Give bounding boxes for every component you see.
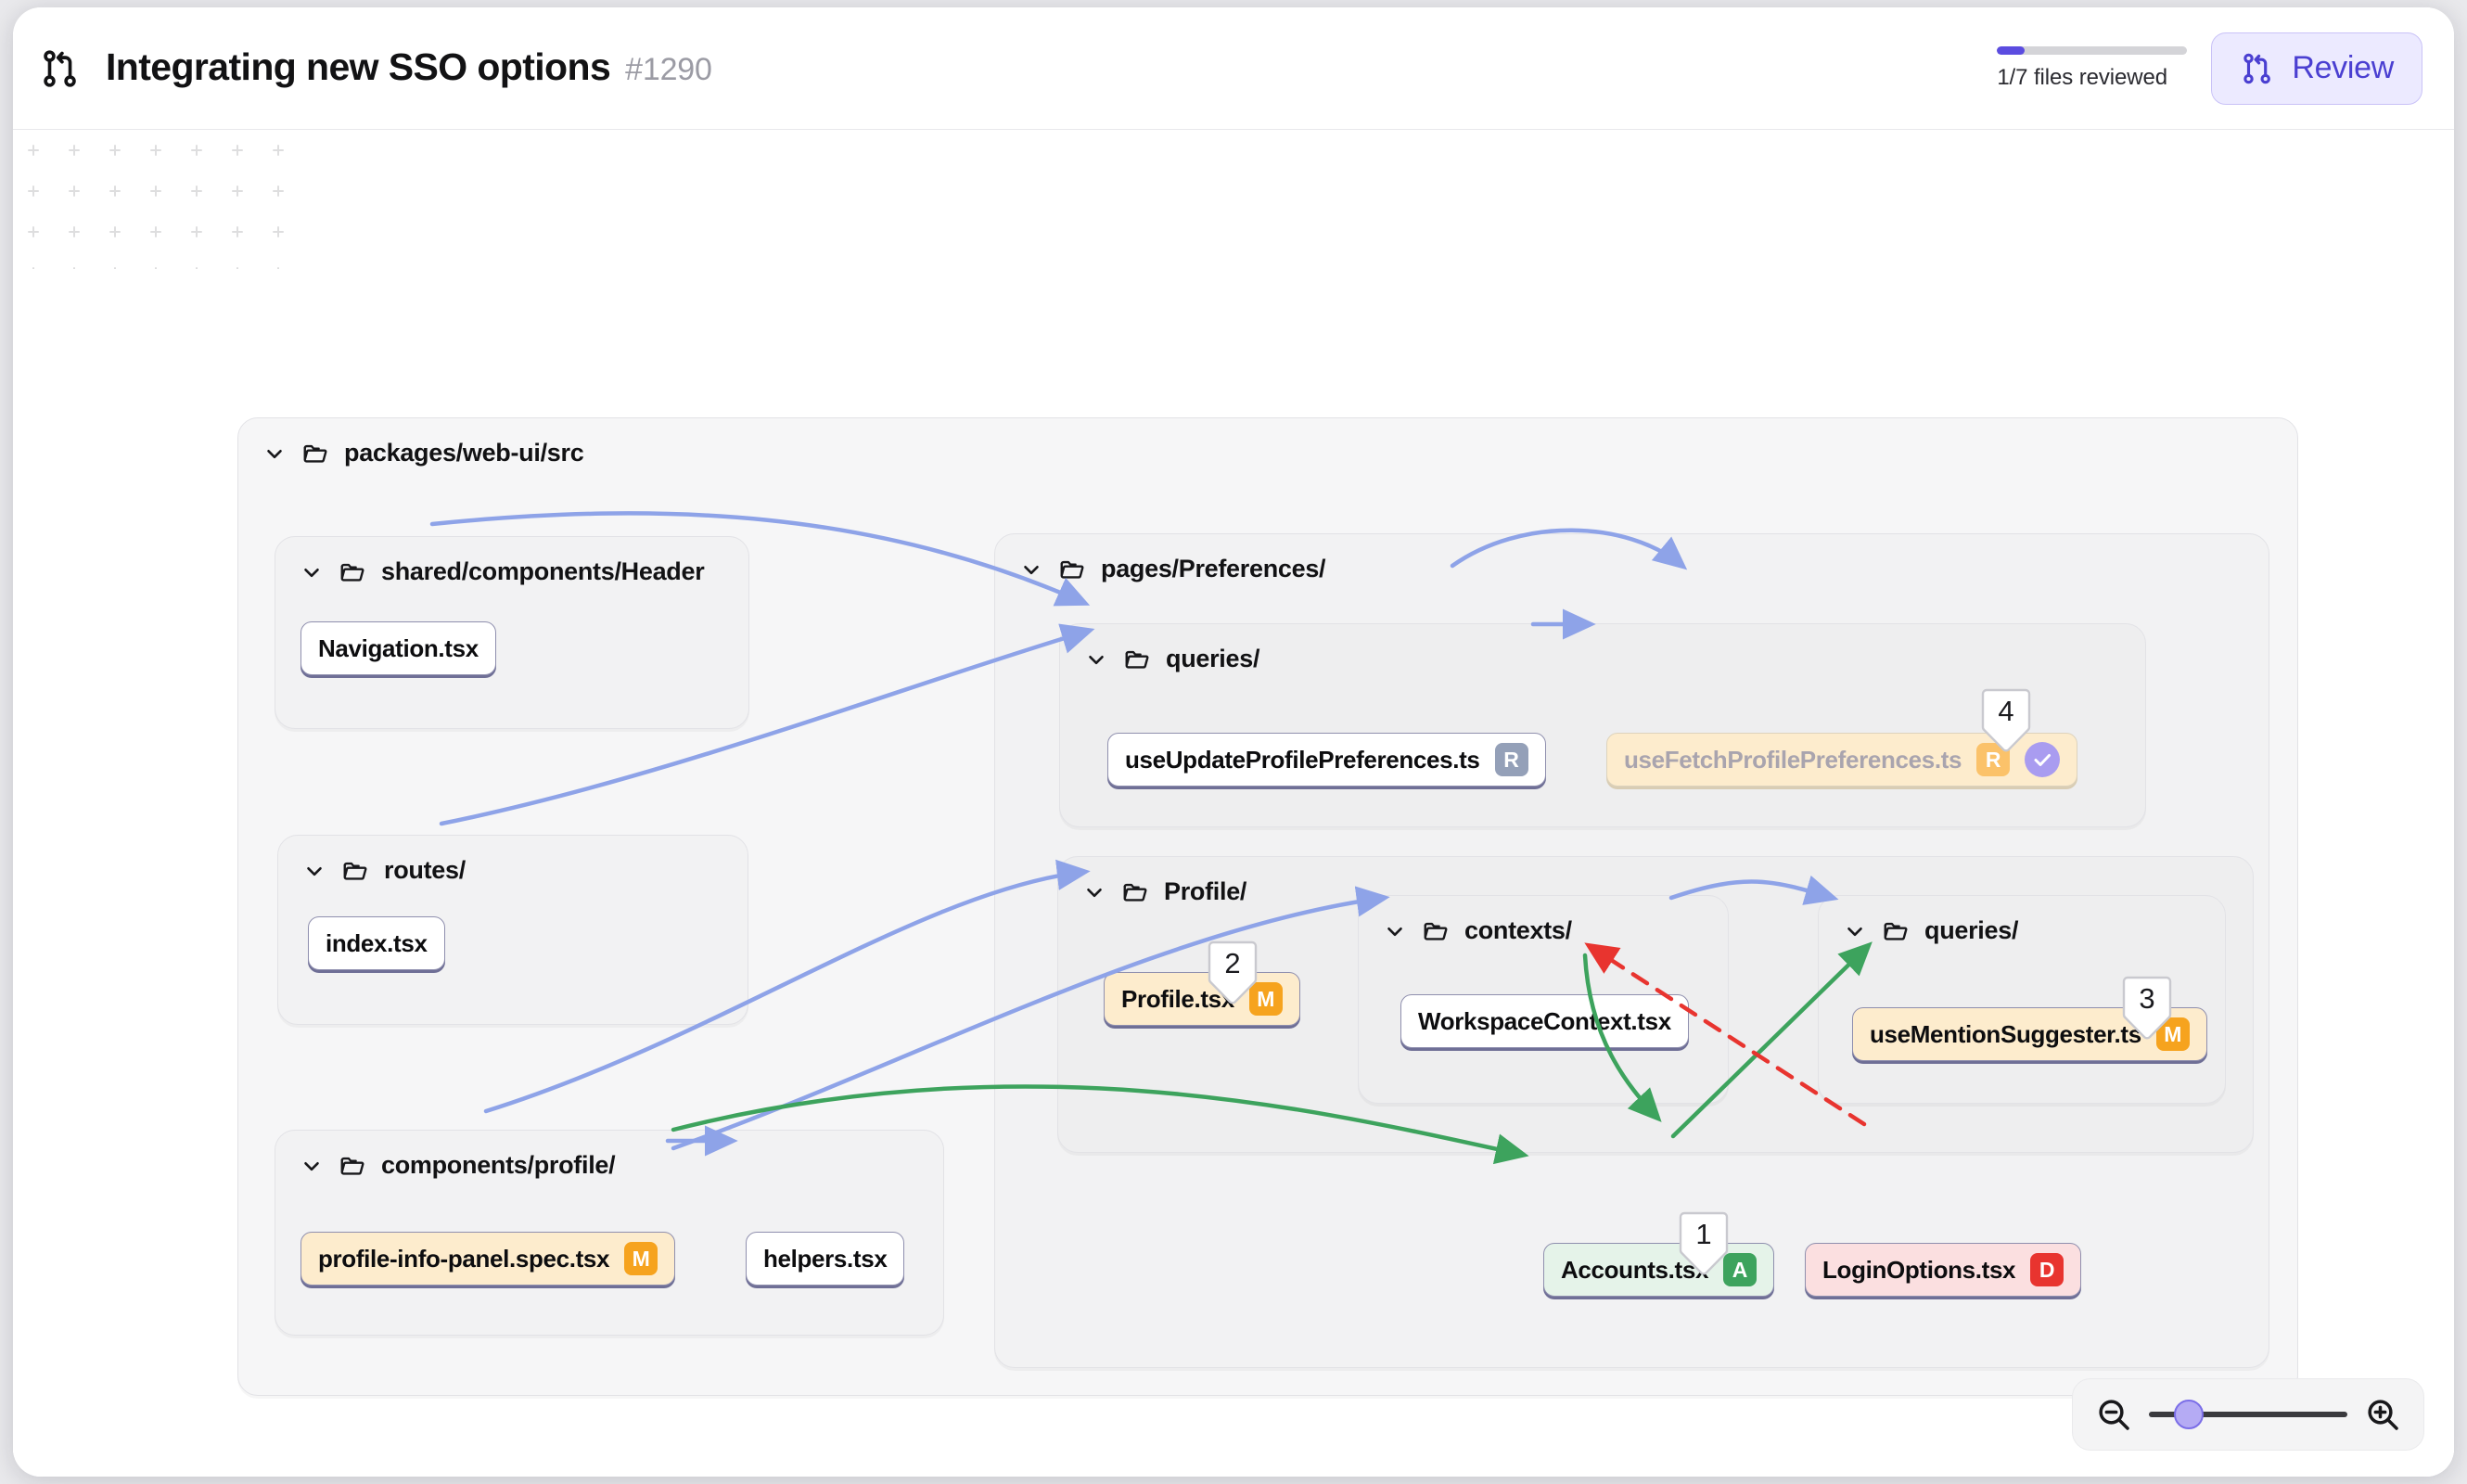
file-node-navigation[interactable]: Navigation.tsx — [300, 621, 496, 675]
folder-icon — [301, 440, 329, 467]
zoom-slider-thumb[interactable] — [2173, 1400, 2204, 1429]
file-node-label: useMentionSuggester.ts — [1870, 1019, 2141, 1048]
reviewed-check-icon — [2025, 742, 2061, 777]
folder-group-header[interactable]: queries/ — [1084, 645, 1259, 673]
file-node-helpers[interactable]: helpers.tsx — [746, 1232, 905, 1286]
file-status-badge-m: M — [624, 1242, 658, 1275]
header-left: Integrating new SSO options #1290 — [13, 47, 712, 90]
folder-group-header[interactable]: queries/ — [1843, 916, 2018, 945]
comment-pin-number: 4 — [1998, 695, 2014, 727]
pull-request-icon — [2240, 51, 2275, 86]
zoom-in-icon[interactable] — [2364, 1396, 2401, 1433]
chevron-down-icon[interactable] — [300, 1154, 324, 1178]
folder-icon — [1058, 556, 1086, 583]
comment-pin-2[interactable]: 2 — [1208, 939, 1258, 1005]
comment-pin-number: 1 — [1695, 1218, 1712, 1250]
file-status-badge-r: R — [1494, 743, 1528, 776]
review-progress: 1/7 files reviewed — [1997, 45, 2188, 91]
file-node-label: useUpdateProfilePreferences.ts — [1125, 745, 1480, 774]
file-node-label: WorkspaceContext.tsx — [1418, 1006, 1671, 1035]
chevron-down-icon[interactable] — [1082, 880, 1106, 904]
folder-group-label: packages/web-ui/src — [344, 439, 584, 467]
review-button[interactable]: Review — [2211, 32, 2422, 105]
file-node-label: Accounts.tsx — [1561, 1255, 1709, 1284]
file-status-badge-d: D — [2030, 1253, 2064, 1286]
chevron-down-icon[interactable] — [1084, 647, 1108, 672]
folder-group-label: components/profile/ — [381, 1151, 616, 1179]
graph-canvas[interactable]: packages/web-ui/src shared/components/Hea… — [13, 130, 2454, 1477]
chevron-down-icon[interactable] — [262, 441, 287, 466]
folder-group-header[interactable]: routes/ — [302, 856, 466, 885]
folder-icon — [1123, 646, 1151, 673]
files-reviewed-label: 1/7 files reviewed — [1997, 64, 2167, 90]
folder-icon — [1882, 917, 1910, 945]
file-node-specpanel[interactable]: profile-info-panel.spec.tsx M — [300, 1232, 676, 1286]
folder-group-label: Profile/ — [1164, 877, 1247, 905]
folder-group-header[interactable]: packages/web-ui/src — [262, 439, 584, 467]
progress-bar-fill — [1997, 45, 2025, 55]
folder-group-label: shared/components/Header — [381, 557, 705, 585]
folder-group-header[interactable]: Profile/ — [1082, 877, 1246, 906]
file-status-badge-a: A — [1723, 1253, 1758, 1286]
comment-pin-number: 3 — [2139, 982, 2155, 1015]
file-node-label: profile-info-panel.spec.tsx — [318, 1244, 610, 1273]
file-node-label: helpers.tsx — [763, 1244, 888, 1273]
comment-pin-3[interactable]: 3 — [2122, 974, 2172, 1041]
file-node-label: index.tsx — [326, 928, 428, 957]
folder-group-label: contexts/ — [1464, 916, 1572, 944]
file-node-index[interactable]: index.tsx — [308, 916, 445, 970]
zoom-control[interactable] — [2072, 1378, 2424, 1451]
file-node-loginoptions[interactable]: LoginOptions.tsx D — [1805, 1243, 2082, 1297]
chevron-down-icon[interactable] — [1383, 919, 1407, 943]
file-node-label: Navigation.tsx — [318, 633, 479, 662]
folder-icon — [341, 857, 369, 885]
file-node-useupdate[interactable]: useUpdateProfilePreferences.ts R — [1107, 733, 1546, 787]
chevron-down-icon[interactable] — [302, 859, 326, 883]
zoom-out-icon[interactable] — [2095, 1396, 2132, 1433]
folder-group-label: routes/ — [384, 856, 466, 884]
pr-number: #1290 — [625, 52, 712, 87]
folder-icon — [339, 1152, 366, 1180]
folder-group-header[interactable]: pages/Preferences/ — [1019, 555, 1326, 583]
header-right: 1/7 files reviewed Review — [1997, 32, 2454, 105]
file-node-wsctx[interactable]: WorkspaceContext.tsx — [1400, 994, 1689, 1048]
pull-request-icon — [39, 47, 82, 90]
folder-group-header[interactable]: shared/components/Header — [300, 557, 705, 586]
progress-bar-track — [1997, 45, 2188, 55]
header-title-wrap: Integrating new SSO options #1290 — [106, 48, 712, 88]
folder-group-label: queries/ — [1166, 645, 1260, 672]
page-title: Integrating new SSO options — [106, 45, 611, 88]
chevron-down-icon[interactable] — [300, 560, 324, 584]
app-window: Integrating new SSO options #1290 1/7 fi… — [13, 7, 2454, 1477]
comment-pin-4[interactable]: 4 — [1981, 686, 2031, 753]
folder-icon — [1422, 917, 1450, 945]
file-node-label: LoginOptions.tsx — [1822, 1255, 2016, 1284]
file-status-badge-m: M — [2155, 1017, 2190, 1051]
file-node-label: useFetchProfilePreferences.ts — [1624, 745, 1962, 774]
folder-group-label: queries/ — [1924, 916, 2019, 944]
zoom-slider[interactable] — [2149, 1400, 2347, 1429]
review-button-label: Review — [2292, 50, 2394, 85]
app-header: Integrating new SSO options #1290 1/7 fi… — [13, 7, 2454, 130]
folder-group-header[interactable]: contexts/ — [1383, 916, 1572, 945]
folder-group-queries1[interactable]: queries/ — [1059, 623, 2146, 827]
folder-group-label: pages/Preferences/ — [1101, 555, 1326, 582]
folder-icon — [339, 558, 366, 586]
comment-pin-number: 2 — [1224, 947, 1241, 979]
comment-pin-1[interactable]: 1 — [1679, 1209, 1729, 1276]
chevron-down-icon[interactable] — [1843, 919, 1867, 943]
folder-group-header[interactable]: components/profile/ — [300, 1151, 616, 1180]
graph-layer: packages/web-ui/src shared/components/Hea… — [13, 130, 2454, 1477]
folder-icon — [1121, 878, 1149, 906]
chevron-down-icon[interactable] — [1019, 557, 1043, 582]
file-node-accounts[interactable]: Accounts.tsx A — [1543, 1243, 1775, 1297]
